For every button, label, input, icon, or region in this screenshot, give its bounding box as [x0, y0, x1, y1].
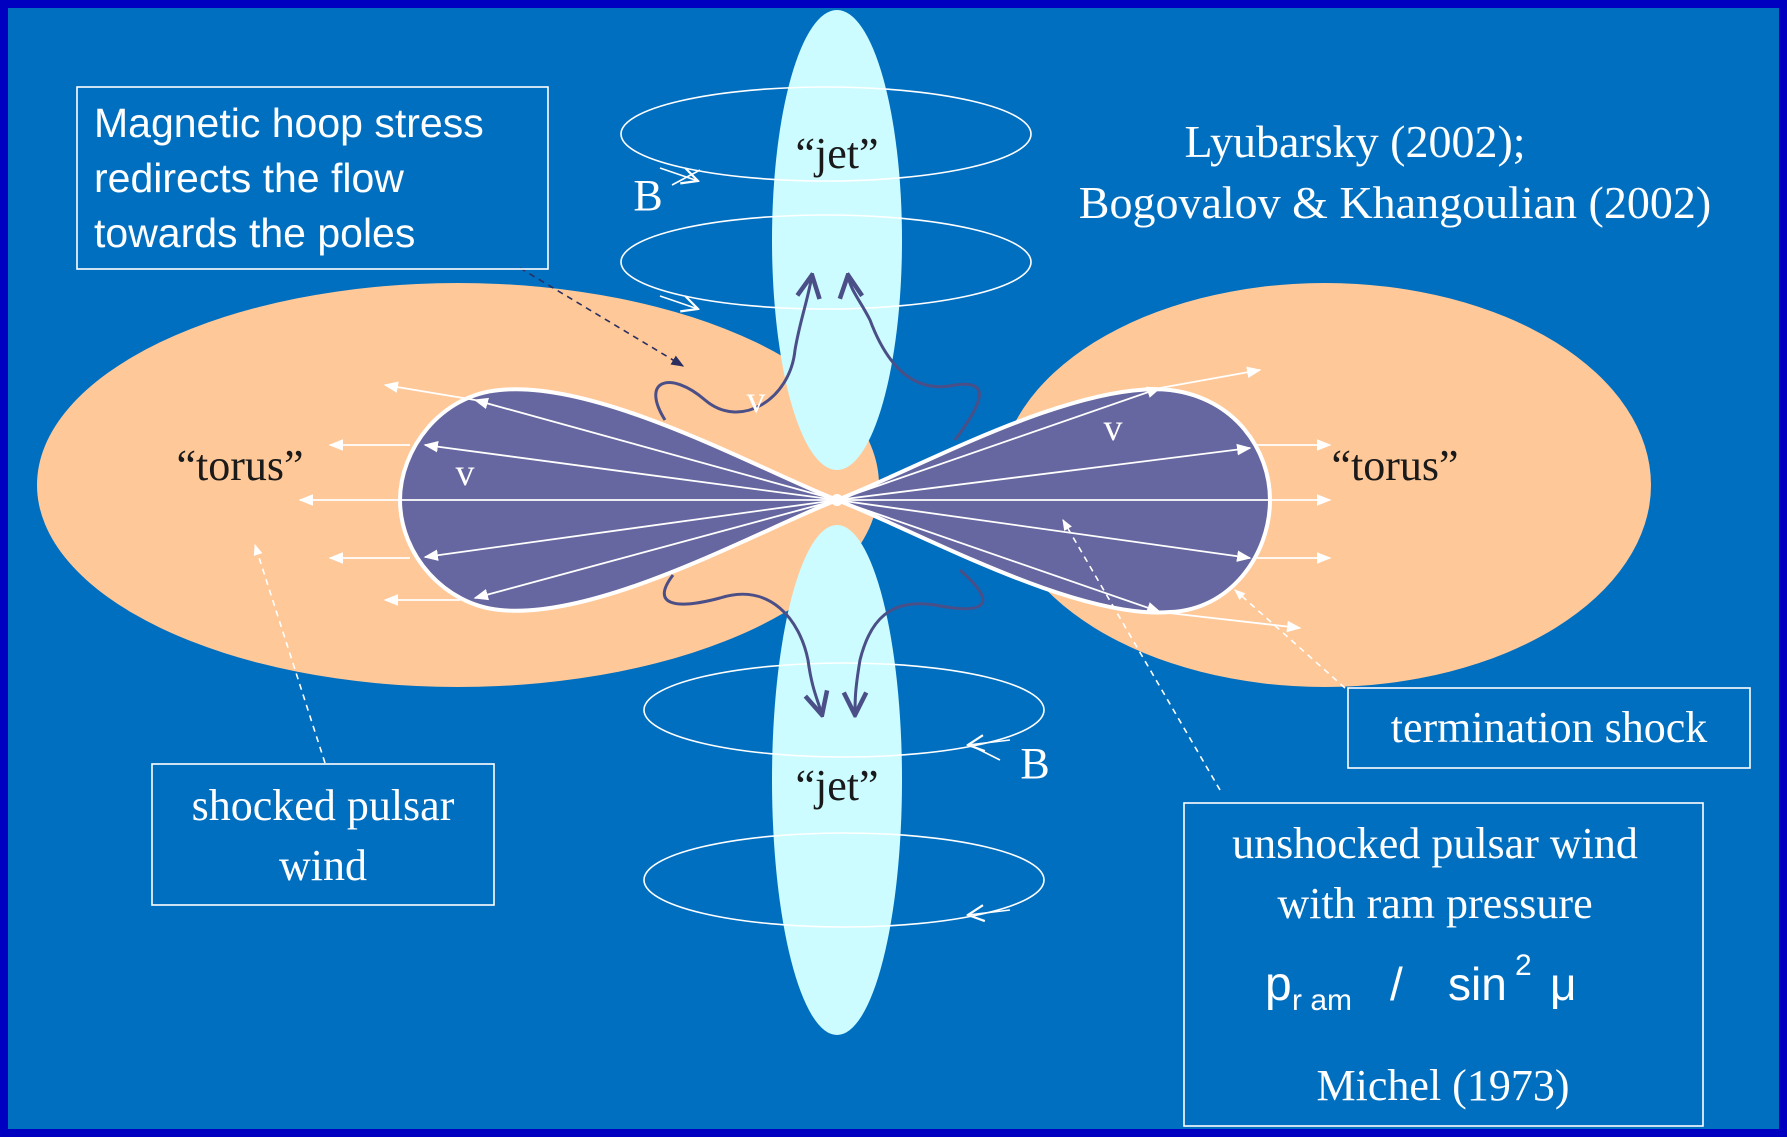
- velocity-label-top: v: [747, 379, 766, 421]
- reference-bogovalov: Bogovalov & Khangoulian (2002): [1079, 177, 1711, 228]
- unshocked-wind-line-2: with ram pressure: [1277, 879, 1592, 928]
- reference-lyubarsky: Lyubarsky (2002);: [1184, 116, 1525, 167]
- unshocked-wind-line-1: unshocked pulsar wind: [1232, 819, 1638, 868]
- termination-shock-label: termination shock: [1391, 703, 1708, 752]
- jet-top-label: “jet”: [795, 129, 878, 178]
- formula-subscript: r am: [1292, 984, 1352, 1017]
- hoop-stress-line-2: redirects the flow: [94, 155, 404, 201]
- hoop-stress-line-3: towards the poles: [94, 210, 415, 256]
- formula-divider: /: [1390, 958, 1403, 1010]
- velocity-label-right: v: [1104, 407, 1123, 449]
- pulsar-dot: [831, 494, 843, 506]
- hoop-stress-line-1: Magnetic hoop stress: [94, 100, 484, 146]
- formula-superscript: 2: [1515, 949, 1532, 982]
- b-field-label-top: B: [633, 171, 662, 220]
- b-field-label-bottom: B: [1020, 739, 1049, 788]
- shocked-wind-line-1: shocked pulsar: [192, 781, 455, 830]
- shocked-wind-line-2: wind: [279, 841, 367, 890]
- torus-left-label: “torus”: [176, 441, 303, 490]
- formula-sin: sin: [1448, 958, 1507, 1010]
- torus-right-label: “torus”: [1331, 441, 1458, 490]
- jet-bottom-label: “jet”: [795, 761, 878, 810]
- michel-citation: Michel (1973): [1317, 1061, 1570, 1110]
- jet-top-region: [772, 10, 902, 470]
- velocity-label-left: v: [456, 452, 475, 494]
- formula-mu: μ: [1550, 958, 1577, 1010]
- formula-p: p: [1265, 958, 1292, 1011]
